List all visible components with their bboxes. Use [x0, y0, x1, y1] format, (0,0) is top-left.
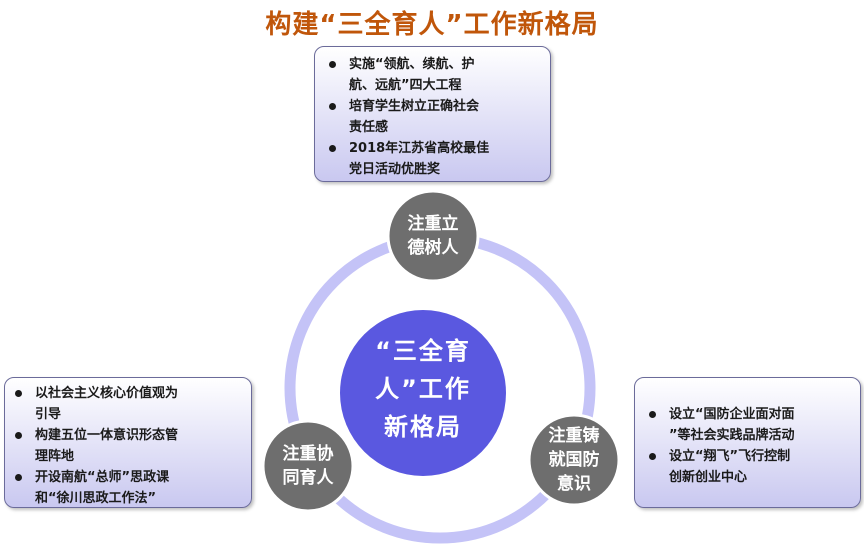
diagram-title: 构建“三全育人”工作新格局 [265, 10, 599, 40]
bullet-icon [649, 411, 656, 418]
bullet-icon [329, 103, 336, 110]
list-item-line: 设立“翔飞”飞行控制 [669, 449, 791, 464]
node-label-line: 注重立 [407, 214, 459, 234]
center-circle [340, 310, 506, 476]
node-label-line: 同育人 [282, 468, 334, 488]
node-circle-top [386, 189, 480, 283]
list-item-line: 创新创业中心 [669, 470, 748, 485]
center-label-line: “三全育 [375, 337, 471, 365]
center-label-line: 人”工作 [375, 375, 471, 403]
list-item-line: 理阵地 [35, 449, 75, 464]
node-label-line: 德树人 [407, 238, 459, 258]
center-label: “三全育 人”工作 新格局 [348, 332, 498, 446]
left-info-list: 以社会主义核心价值观为 引导 构建五位一体意识形态管 理阵地 开设南航“总师”思… [9, 383, 247, 509]
node-label-line: 就国防 [548, 450, 600, 470]
list-item-line: 以社会主义核心价值观为 [35, 386, 179, 401]
bullet-icon [15, 432, 22, 439]
list-item: 构建五位一体意识形态管 理阵地 [9, 425, 247, 467]
bullet-icon [329, 61, 336, 68]
node-label-right: 注重铸 就国防 意识 [529, 424, 619, 496]
list-item: 2018年江苏省高校最佳 党日活动优胜奖 [323, 138, 544, 180]
node-label-left: 注重协 同育人 [263, 442, 353, 490]
node-label-line: 注重铸 [548, 426, 600, 446]
list-item-line: 实施“领航、续航、护 [349, 57, 475, 72]
list-item: 实施“领航、续航、护 航、远航”四大工程 [323, 54, 544, 96]
list-item-line: 和“徐川思政工作法” [35, 491, 157, 506]
bullet-icon [649, 453, 656, 460]
bullet-icon [329, 145, 336, 152]
list-item: 设立“翔飞”飞行控制 创新创业中心 [643, 446, 856, 488]
node-label-top: 注重立 德树人 [388, 212, 478, 260]
node-circle-left [261, 419, 355, 513]
list-item-line: 设立“国防企业面对面 [669, 407, 795, 422]
list-item: 开设南航“总师”思政课 和“徐川思政工作法” [9, 467, 247, 509]
top-info-list: 实施“领航、续航、护 航、远航”四大工程 培育学生树立正确社会 责任感 2018… [323, 54, 544, 180]
list-item-line: 责任感 [349, 120, 389, 135]
node-label-line: 注重协 [282, 444, 334, 464]
list-item: 以社会主义核心价值观为 引导 [9, 383, 247, 425]
bullet-icon [15, 474, 22, 481]
list-item-line: 开设南航“总师”思政课 [35, 470, 170, 485]
list-item-line: 引导 [35, 407, 62, 422]
list-item-line: ”等社会实践品牌活动 [669, 428, 795, 443]
list-item-line: 构建五位一体意识形态管 [35, 428, 179, 443]
node-circle-right [527, 413, 621, 507]
list-item: 培育学生树立正确社会 责任感 [323, 96, 544, 138]
node-label-line: 意识 [557, 474, 591, 494]
list-item-line: 2018年江苏省高校最佳 [349, 141, 490, 156]
bullet-icon [15, 390, 22, 397]
list-item-line: 党日活动优胜奖 [349, 162, 441, 177]
list-item-line: 培育学生树立正确社会 [349, 99, 480, 114]
right-info-list: 设立“国防企业面对面 ”等社会实践品牌活动 设立“翔飞”飞行控制 创新创业中心 [643, 404, 856, 488]
top-info-box: 实施“领航、续航、护 航、远航”四大工程 培育学生树立正确社会 责任感 2018… [314, 46, 551, 182]
center-label-line: 新格局 [384, 413, 462, 441]
list-item-line: 航、远航”四大工程 [349, 78, 462, 93]
left-info-box: 以社会主义核心价值观为 引导 构建五位一体意识形态管 理阵地 开设南航“总师”思… [4, 377, 252, 508]
list-item: 设立“国防企业面对面 ”等社会实践品牌活动 [643, 404, 856, 446]
right-info-box: 设立“国防企业面对面 ”等社会实践品牌活动 设立“翔飞”飞行控制 创新创业中心 [634, 377, 861, 508]
